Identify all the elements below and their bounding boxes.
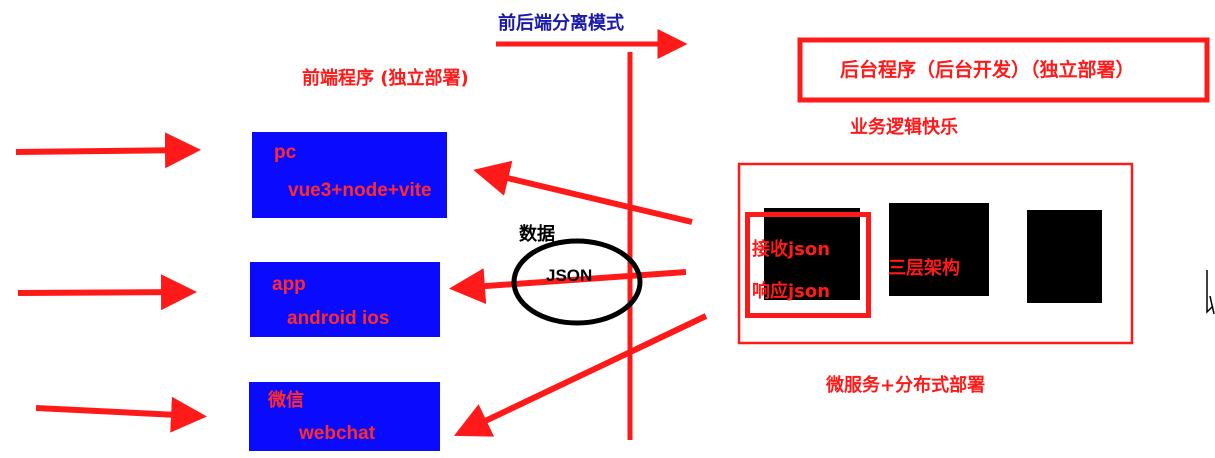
client-box-pc [252,132,447,218]
mode-title: 前后端分离模式 [498,13,624,34]
client-box-app [250,262,440,337]
layer-block-dao [1027,210,1102,303]
cursor-icon [1206,270,1215,315]
client-name-app: app [272,274,306,295]
json-label: JSON [546,266,593,285]
user-arrow-wechat [35,396,207,433]
client-name-pc: pc [274,142,297,163]
response-arrow-app [449,268,687,305]
backend-subtitle: 业务逻辑快乐 [850,117,958,138]
backend-title-frame [797,37,1210,103]
backend-services-frame [737,162,1134,345]
deploy-caption: 微服务+分布式部署 [826,375,986,396]
response-arrow-wechat [453,313,708,437]
client-tech-pc: vue3+node+vite [288,180,432,201]
user-arrow-app [17,274,197,311]
client-tech-wechat: webchat [299,423,376,444]
three-layer-label: 三层架构 [888,258,960,279]
user-arrow-pc [15,132,201,169]
client-name-wechat: 微信 [268,390,304,411]
client-tech-app: android ios [287,308,390,329]
response-arrow-pc [473,160,693,225]
respond-json-label: 响应json [752,281,831,302]
client-box-wechat [249,382,440,451]
json-ellipse [511,238,643,326]
layer-block-controller [764,208,860,300]
data-label: 数据 [519,224,555,245]
receive-json-label: 接收json [752,239,831,260]
frontend-title: 前端程序 (独立部署) [302,68,469,89]
backend-title: 后台程序（后台开发）（独立部署） [840,59,1135,81]
layer-block-service [889,203,989,296]
io-highlight-frame [745,212,871,318]
